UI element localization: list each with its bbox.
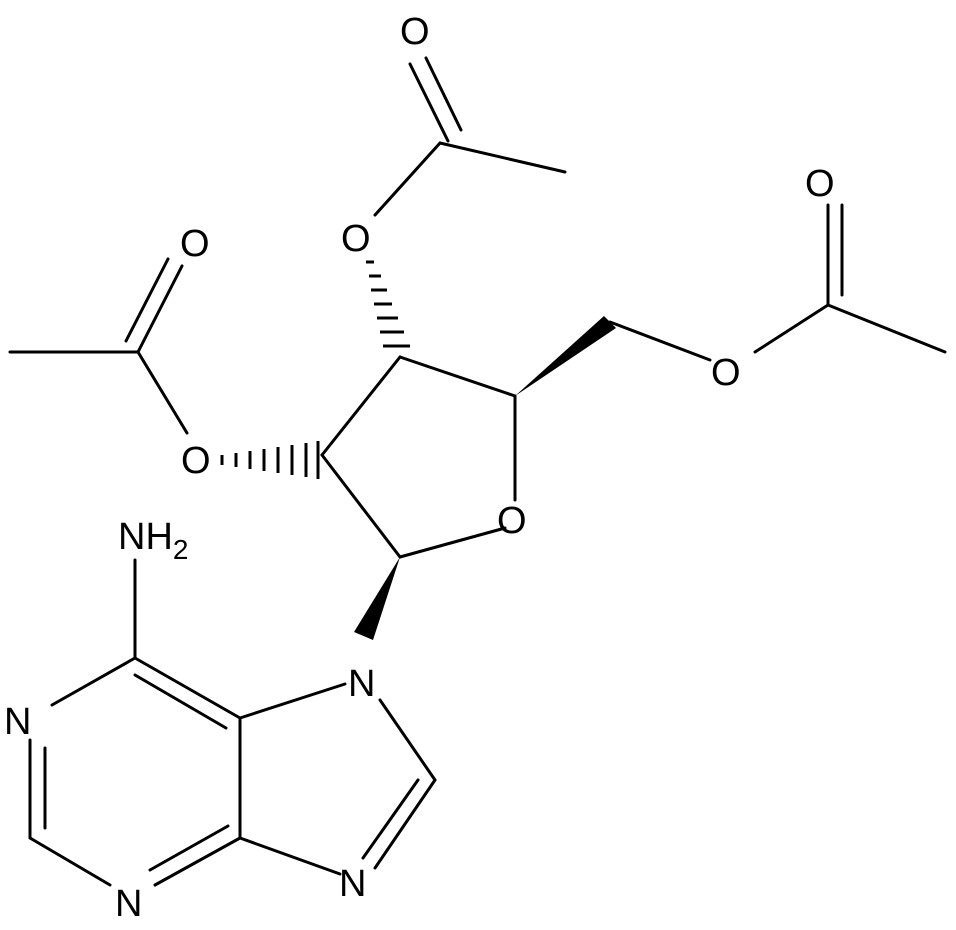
wedge-c1-n7 — [354, 557, 400, 640]
bond-c5-ester — [608, 320, 712, 362]
bond-c2-c1 — [320, 453, 402, 559]
bond-top-ester — [373, 141, 442, 217]
hash-c2-o — [220, 441, 320, 479]
atom-nh2-label: NH — [118, 516, 173, 558]
bond-left-carbonyl-b — [124, 257, 170, 343]
atom-o-ketone-top: O — [400, 11, 430, 53]
atom-nh2-subscript: 2 — [173, 534, 189, 565]
bond-right-ester — [753, 303, 830, 354]
bond-c3-c2 — [320, 355, 402, 457]
bond-oring-c1 — [398, 526, 507, 559]
atom-o-ester-right: O — [711, 352, 741, 394]
bond-c5-n7 — [238, 682, 347, 720]
atom-n-right: N — [339, 863, 366, 905]
wedge-c4-c5 — [515, 316, 616, 396]
bond-n7-c8 — [378, 698, 437, 782]
bond-c4-n9 — [238, 836, 342, 876]
bond-c8-n9-b — [361, 778, 420, 860]
atom-n-bottom: N — [115, 883, 142, 925]
atom-o-ketone-right: O — [805, 163, 835, 205]
bond-c6-n1 — [50, 656, 137, 707]
bond-c8-n9-a — [373, 778, 437, 870]
bond-c3-c4 — [398, 355, 517, 398]
atom-o-ketone-left: O — [180, 223, 210, 265]
bond-c6-c5-b — [133, 673, 228, 730]
bond-left-carbonyl-a — [136, 264, 184, 354]
atom-o-ester-top: O — [341, 218, 371, 260]
bond-n3-c4-inner — [148, 824, 230, 872]
bond-top-carbonyl-a — [408, 62, 450, 143]
atom-o-ring: O — [497, 500, 527, 542]
hash-c3-o — [366, 260, 410, 348]
bond-top-carbonyl-b — [424, 56, 463, 132]
bond-left-ester — [136, 350, 189, 435]
bond-c2-n3 — [28, 836, 112, 887]
atom-n-left: N — [4, 701, 31, 743]
bond-c6-c5-a — [133, 656, 242, 720]
bond-right-methyl — [826, 303, 947, 354]
atom-nh2: NH2 — [118, 516, 188, 565]
atom-n7: N — [348, 663, 375, 705]
atom-o-ester-left: O — [181, 440, 211, 482]
bond-n3-c4 — [153, 836, 242, 887]
bond-top-methyl — [438, 141, 567, 174]
